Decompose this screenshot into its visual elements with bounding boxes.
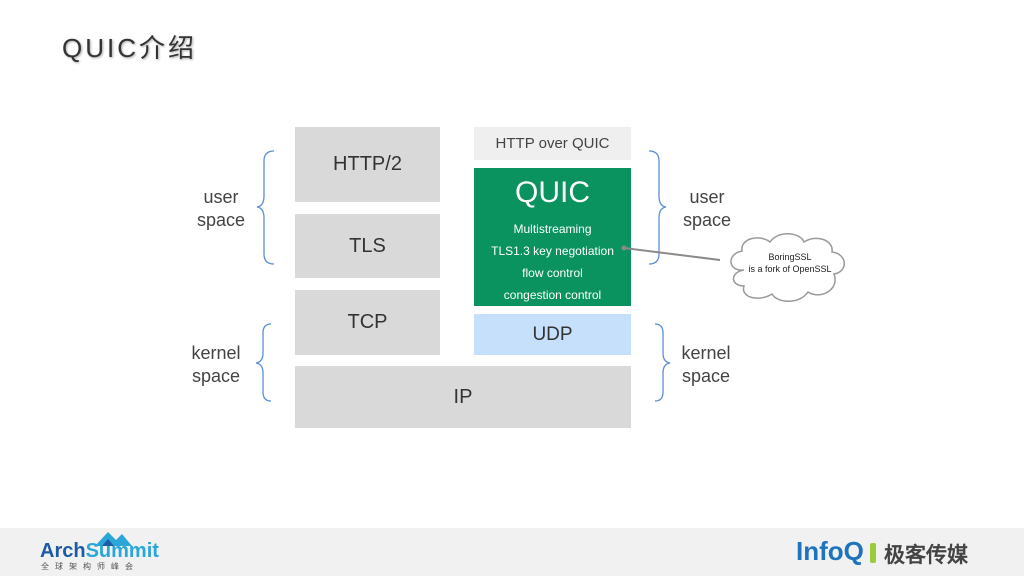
cloud-callout-text: BoringSSL is a fork of OpenSSL <box>730 251 850 275</box>
http2-layer: HTTP/2 <box>295 127 440 202</box>
infoq-logo: InfoQ <box>796 536 864 566</box>
ip-layer: IP <box>295 366 631 428</box>
slide-title: QUIC介绍 <box>62 33 198 63</box>
callout-dot <box>621 245 627 251</box>
cloud-shape <box>730 233 845 302</box>
http-over-quic-layer: HTTP over QUIC <box>474 127 631 160</box>
udp-layer: UDP <box>474 314 631 355</box>
callout-line-2: is a fork of OpenSSL <box>748 264 832 274</box>
tcp-layer: TCP <box>295 290 440 355</box>
left-user-brace <box>256 150 275 265</box>
quic-feature-tls13: TLS1.3 key negotiation <box>491 244 614 258</box>
quic-layer: QUIC Multistreaming TLS1.3 key negotiati… <box>474 168 631 306</box>
diagram-graphics <box>255 150 845 402</box>
quic-title: QUIC <box>515 176 590 209</box>
left-kernel-brace <box>255 323 272 402</box>
infoq-accent-icon <box>870 543 876 563</box>
quic-feature-multistreaming: Multistreaming <box>513 222 592 236</box>
quic-feature-congestion-control: congestion control <box>503 288 602 302</box>
right-user-brace <box>648 150 667 265</box>
right-kernel-brace <box>654 323 671 402</box>
archsummit-mountain-icon <box>95 532 132 546</box>
quic-feature-flow-control: flow control <box>522 266 583 280</box>
footer-bar: ArchSummit 全球架构师峰会 InfoQ 极客传媒 <box>0 528 1024 576</box>
callout-line-1: BoringSSL <box>768 252 812 262</box>
tls-layer: TLS <box>295 214 440 278</box>
jike-media-logo: 极客传媒 <box>884 544 968 567</box>
archsummit-subtitle: 全球架构师峰会 <box>41 562 139 571</box>
callout-connector <box>623 247 721 261</box>
archsummit-logo: ArchSummit <box>40 540 159 562</box>
